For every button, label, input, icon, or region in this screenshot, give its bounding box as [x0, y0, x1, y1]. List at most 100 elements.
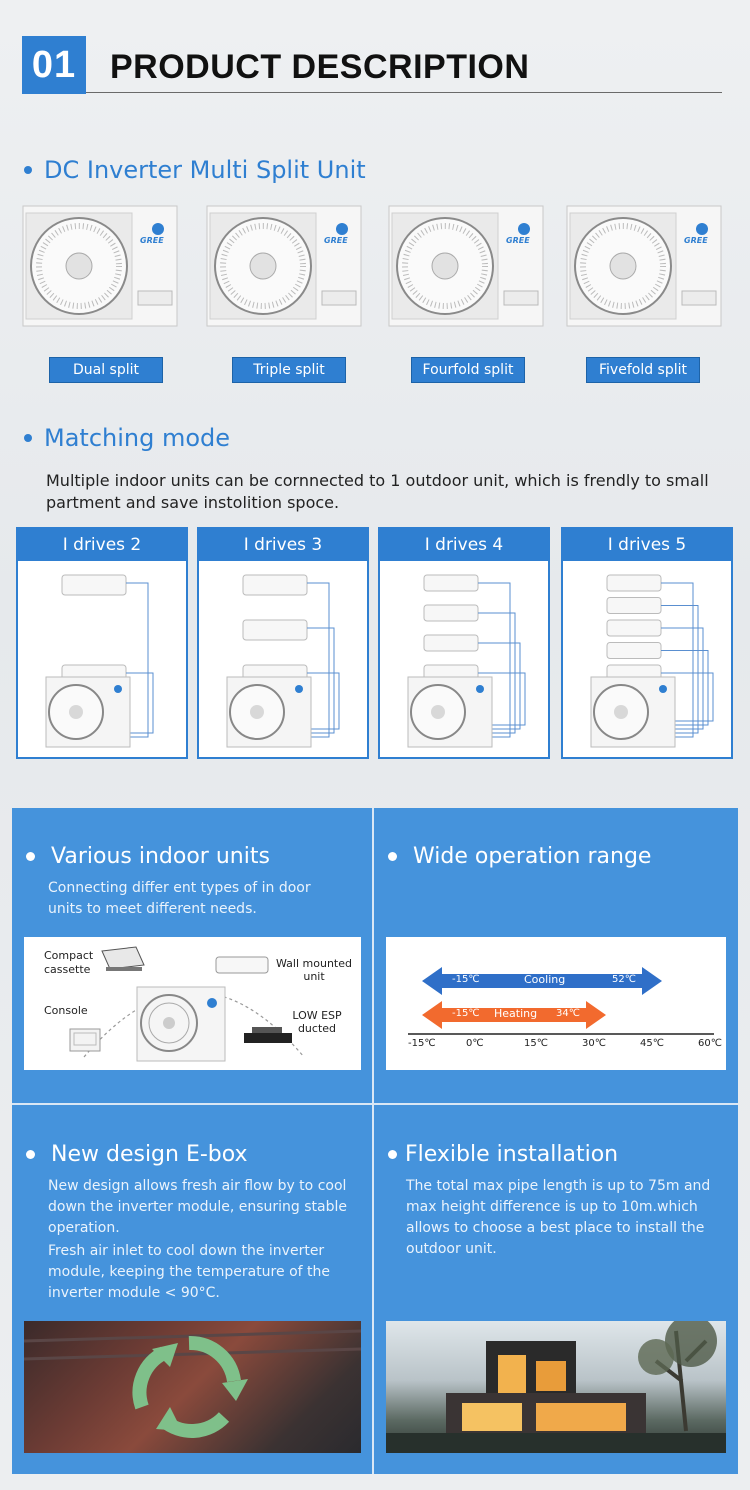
heating-label: Heating — [494, 1007, 538, 1020]
indoor-unit — [606, 642, 662, 659]
pipe-line — [478, 642, 521, 730]
heating-min: -15℃ — [452, 1008, 480, 1019]
indoor-unit — [606, 619, 662, 637]
feature-range-title: Wide operation range — [413, 844, 652, 869]
range-tick-label: 0℃ — [466, 1038, 484, 1049]
bullet-icon — [24, 166, 32, 174]
unit-type-label: Dual split — [49, 357, 163, 383]
pipe-line — [478, 582, 511, 738]
feature-ebox-title: New design E-box — [51, 1142, 248, 1167]
brand-logo-icon — [476, 685, 484, 693]
cooling-label: Cooling — [524, 973, 566, 986]
outdoor-unit-image: GREE — [206, 205, 362, 331]
feature-install-title: Flexible installation — [405, 1142, 619, 1167]
drive-card: I drives 3 — [197, 527, 369, 759]
fan-hub — [69, 705, 83, 719]
indoor-units-diagram: Compact cassette Wall mounted unit Conso… — [24, 937, 361, 1070]
range-tick-label: 15℃ — [524, 1038, 548, 1049]
cooling-min: -15℃ — [452, 974, 480, 985]
feature-indoor-heading: Various indoor units — [26, 844, 270, 869]
pipe-line — [661, 582, 694, 738]
drive-diagram — [407, 574, 526, 748]
label-wall-mounted: Wall mounted unit — [276, 957, 352, 983]
pipe-line — [126, 582, 149, 738]
feature-install-text: The total max pipe length is up to 75m a… — [406, 1178, 711, 1257]
feature-ebox-text-1: New design allows fresh air flow by to c… — [48, 1178, 348, 1236]
pipe-line — [661, 627, 704, 730]
operation-range-svg — [408, 967, 714, 1035]
section-units-heading: DC Inverter Multi Split Unit — [24, 156, 366, 184]
indoor-unit — [423, 634, 479, 652]
brand-logo: GREE — [140, 236, 164, 245]
bullet-icon — [388, 852, 397, 861]
pipe-line — [307, 582, 330, 738]
house-image — [386, 1321, 726, 1453]
indoor-units-svg — [69, 946, 305, 1062]
brand-logo: GREE — [684, 236, 708, 245]
bullet-icon — [26, 852, 35, 861]
brand-logo: GREE — [506, 236, 530, 245]
indoor-unit — [423, 574, 479, 592]
feature-ebox-heading: New design E-box — [26, 1142, 248, 1167]
ebox-image — [24, 1321, 361, 1453]
range-tick-label: 30℃ — [582, 1038, 606, 1049]
indoor-unit — [606, 597, 662, 614]
feature-range-heading: Wide operation range — [388, 844, 651, 869]
drive-card-title: I drives 4 — [380, 529, 548, 561]
brand-logo: GREE — [324, 236, 348, 245]
section-number-badge: 01 — [22, 36, 86, 94]
brand-logo-icon — [659, 685, 667, 693]
indoor-unit — [242, 619, 308, 641]
outdoor-unit-image: GREE — [388, 205, 544, 331]
section-matching-title: Matching mode — [44, 424, 231, 452]
range-tick-label: -15℃ — [408, 1038, 436, 1049]
pipe-line — [307, 672, 340, 730]
recycle-arrows-icon — [24, 1329, 361, 1438]
pipe-line — [307, 627, 335, 734]
drive-diagram — [590, 574, 714, 748]
features-divider-horizontal — [12, 1103, 738, 1105]
feature-ebox-text-2: Fresh air inlet to cool down the inverte… — [48, 1243, 330, 1301]
indoor-unit — [61, 574, 127, 596]
drive-diagram — [45, 574, 154, 748]
feature-indoor-text: Connecting differ ent types of in door u… — [48, 880, 311, 917]
unit-type-label: Triple split — [232, 357, 346, 383]
drive-card-title: I drives 5 — [563, 529, 731, 561]
section-matching-heading: Matching mode — [24, 424, 230, 452]
bullet-icon — [24, 434, 32, 442]
indoor-unit — [606, 574, 662, 592]
bullet-icon — [26, 1150, 35, 1159]
modern-house-illustration — [386, 1321, 726, 1453]
drive-card: I drives 2 — [16, 527, 188, 759]
drive-card: I drives 4 — [378, 527, 550, 759]
drive-card-title: I drives 3 — [199, 529, 367, 561]
feature-indoor-title: Various indoor units — [51, 844, 270, 869]
page-title: PRODUCT DESCRIPTION — [110, 48, 530, 86]
pipe-line — [661, 672, 714, 722]
unit-type-label: Fourfold split — [411, 357, 525, 383]
drive-card-title: I drives 2 — [18, 529, 186, 561]
feature-install-heading: Flexible installation — [388, 1142, 618, 1167]
unit-type-label: Fivefold split — [586, 357, 700, 383]
features-divider-vertical — [372, 808, 374, 1474]
drive-diagram — [226, 574, 340, 748]
pipe-line — [478, 672, 526, 726]
drive-card: I drives 5 — [561, 527, 733, 759]
outdoor-unit-image: GREE — [22, 205, 178, 331]
indoor-unit — [423, 604, 479, 622]
range-tick-label: 60℃ — [698, 1038, 722, 1049]
brand-logo-icon — [114, 685, 122, 693]
fan-hub — [250, 705, 264, 719]
label-compact-cassette: Compact cassette — [44, 949, 94, 976]
section-units-title: DC Inverter Multi Split Unit — [44, 156, 366, 184]
bullet-icon — [388, 1150, 397, 1159]
outdoor-unit-image: GREE — [566, 205, 722, 331]
pipe-line — [661, 605, 699, 734]
pipe-line — [661, 650, 709, 726]
brand-logo-icon — [295, 685, 303, 693]
matching-description: Multiple indoor units can be cornnected … — [46, 471, 709, 512]
range-tick-label: 45℃ — [640, 1038, 664, 1049]
label-console: Console — [44, 1004, 88, 1017]
pipe-line — [126, 672, 154, 734]
